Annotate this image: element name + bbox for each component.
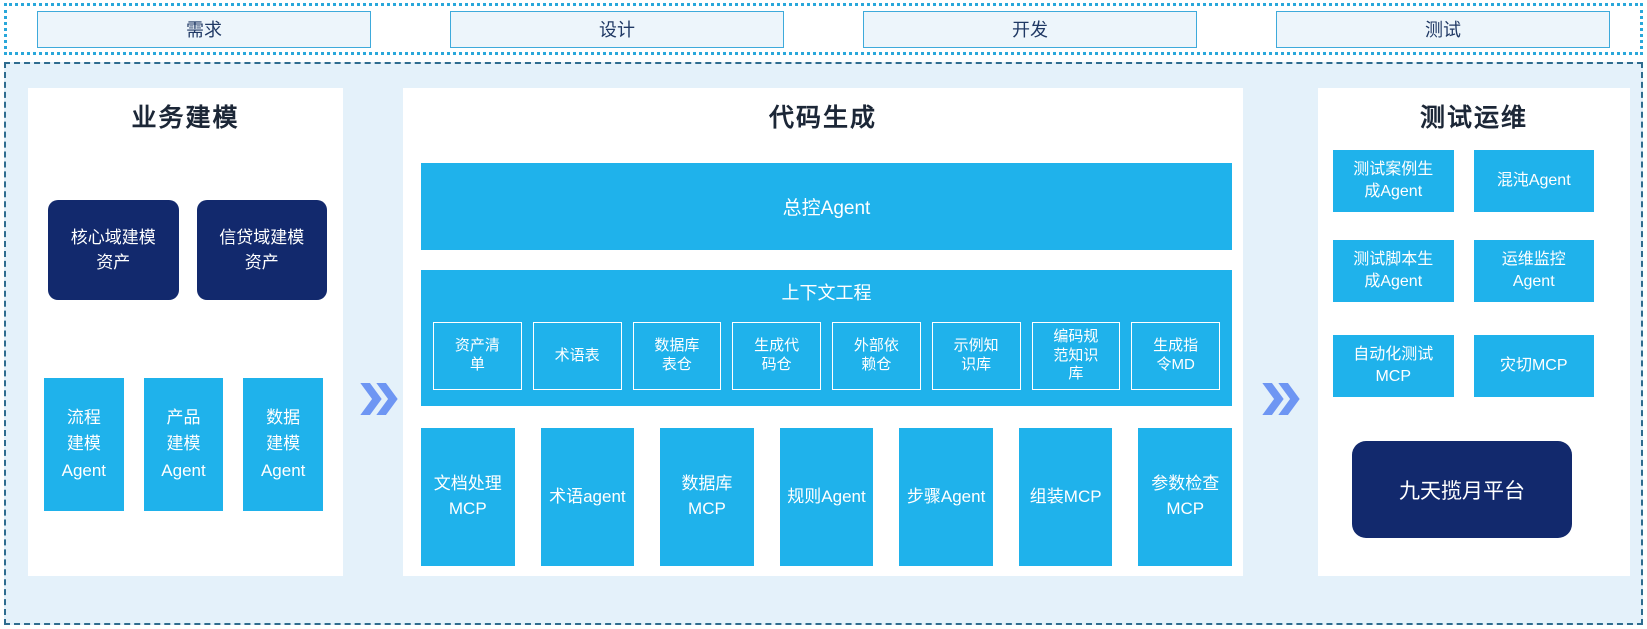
auto-test-mcp-box: 自动化测试 MCP <box>1333 335 1454 397</box>
glossary-agent-box: 术语agent <box>540 428 635 566</box>
business-modeling-panel: 业务建模 核心域建模 资产 信贷域建模 资产 流程 建模 Agent 产品 建模… <box>28 88 343 576</box>
test-ops-row-1: 测试案例生 成Agent 混沌Agent <box>1333 150 1594 212</box>
chevron-double-right-icon <box>360 382 398 415</box>
param-check-mcp-box: 参数检查 MCP <box>1138 428 1233 566</box>
database-mcp-box: 数据库 MCP <box>660 428 754 566</box>
context-item-glossary: 术语表 <box>532 322 622 390</box>
test-ops-row-3: 自动化测试 MCP 灾切MCP <box>1333 335 1594 397</box>
step-agent-box: 步骤Agent <box>899 428 993 566</box>
disaster-switch-mcp-box: 灾切MCP <box>1473 335 1594 397</box>
context-item-gen-code-repo: 生成代 码仓 <box>732 322 821 390</box>
phase-box-requirements: 需求 <box>37 10 371 48</box>
data-modeling-agent-box: 数据 建模 Agent <box>243 378 324 511</box>
context-item-gen-instruction-md: 生成指 令MD <box>1131 322 1220 390</box>
modeling-agent-row: 流程 建模 Agent 产品 建模 Agent 数据 建模 Agent <box>44 378 324 511</box>
jiutian-lanyue-platform-box: 九天揽月平台 <box>1352 441 1572 538</box>
test-ops-row-2: 测试脚本生 成Agent 运维监控 Agent <box>1333 240 1594 302</box>
assembly-mcp-box: 组装MCP <box>1018 428 1113 566</box>
product-modeling-agent-box: 产品 建模 Agent <box>143 378 224 511</box>
context-item-example-kb: 示例知 识库 <box>931 322 1021 390</box>
chaos-agent-box: 混沌Agent <box>1473 150 1594 212</box>
phase-strip: 需求 设计 开发 测试 <box>4 3 1643 55</box>
flow-arrow-modeling-to-codegen <box>357 382 401 415</box>
test-ops-panel: 测试运维 测试案例生 成Agent 混沌Agent 测试脚本生 成Agent 运… <box>1318 88 1630 576</box>
test-script-gen-agent-box: 测试脚本生 成Agent <box>1333 240 1454 302</box>
test-case-gen-agent-box: 测试案例生 成Agent <box>1333 150 1454 212</box>
code-generation-title: 代码生成 <box>768 104 877 132</box>
context-item-asset-list: 资产清 单 <box>433 322 522 390</box>
core-domain-asset-box: 核心域建模 资产 <box>48 200 179 300</box>
context-item-external-deps-repo: 外部依 赖仓 <box>832 322 921 390</box>
context-item-coding-standard-kb: 编码规 范知识 库 <box>1031 322 1121 390</box>
context-item-row: 资产清 单 术语表 数据库 表仓 生成代 码仓 外部依 赖仓 示例知 识库 编码… <box>433 322 1220 390</box>
code-generation-panel: 代码生成 总控Agent 上下文工程 资产清 单 术语表 数据库 表仓 生成代 … <box>403 88 1243 576</box>
master-agent-bar: 总控Agent <box>421 163 1232 250</box>
modeling-asset-row: 核心域建模 资产 信贷域建模 资产 <box>48 200 327 300</box>
phase-box-development: 开发 <box>863 10 1197 48</box>
ops-monitor-agent-box: 运维监控 Agent <box>1473 240 1594 302</box>
context-engineering-title: 上下文工程 <box>781 283 872 303</box>
rule-agent-box: 规则Agent <box>779 428 874 566</box>
main-diagram-canvas: 业务建模 核心域建模 资产 信贷域建模 资产 流程 建模 Agent 产品 建模… <box>4 62 1643 625</box>
flow-arrow-codegen-to-testops <box>1259 382 1303 415</box>
phase-box-testing: 测试 <box>1276 10 1610 48</box>
business-modeling-title: 业务建模 <box>131 104 240 132</box>
context-engineering-box: 上下文工程 资产清 单 术语表 数据库 表仓 生成代 码仓 外部依 赖仓 示例知… <box>421 270 1232 406</box>
credit-domain-asset-box: 信贷域建模 资产 <box>196 200 327 300</box>
codegen-tools-row: 文档处理 MCP 术语agent 数据库 MCP 规则Agent 步骤Agent… <box>421 428 1233 566</box>
chevron-double-right-icon <box>1262 382 1300 415</box>
process-modeling-agent-box: 流程 建模 Agent <box>44 378 124 511</box>
doc-processing-mcp-box: 文档处理 MCP <box>421 428 515 566</box>
phase-box-design: 设计 <box>450 10 784 48</box>
test-ops-title: 测试运维 <box>1419 104 1528 132</box>
context-item-db-table-repo: 数据库 表仓 <box>632 322 722 390</box>
